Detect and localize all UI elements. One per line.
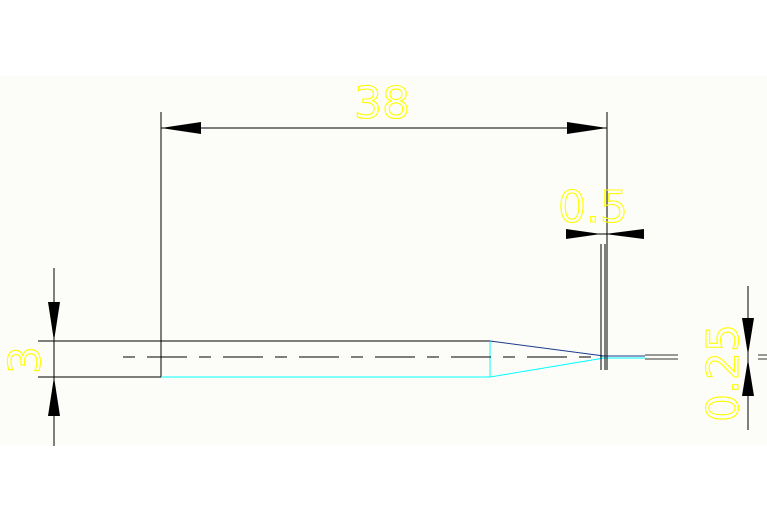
arrowhead-tip-diam-bottom	[742, 359, 754, 396]
arrowhead-shank-bottom	[48, 377, 60, 416]
dimension-label-0.5: 0.5	[558, 182, 628, 233]
taper-top-edge	[489, 340, 605, 357]
arrowhead-tip-diam-top	[742, 318, 754, 355]
overall-length-dimension[interactable]	[160, 112, 608, 370]
arrowhead-right	[567, 122, 607, 134]
arrowhead-left	[161, 122, 201, 134]
tip-length-dimension[interactable]	[566, 229, 644, 370]
taper-bottom-edge	[489, 357, 605, 378]
drawing-canvas[interactable]	[0, 76, 767, 446]
dimension-label-38: 38	[354, 78, 410, 129]
dimension-label-3: 3	[0, 346, 51, 374]
tool-body	[160, 340, 767, 378]
arrowhead-shank-top	[48, 302, 60, 341]
dimension-label-0.25: 0.25	[698, 324, 749, 422]
arrowhead-tip-right	[605, 229, 644, 239]
arrowhead-tip-left	[566, 229, 601, 239]
tip-diameter-dimension[interactable]	[742, 286, 754, 430]
shank-diameter-dimension[interactable]	[38, 268, 161, 446]
